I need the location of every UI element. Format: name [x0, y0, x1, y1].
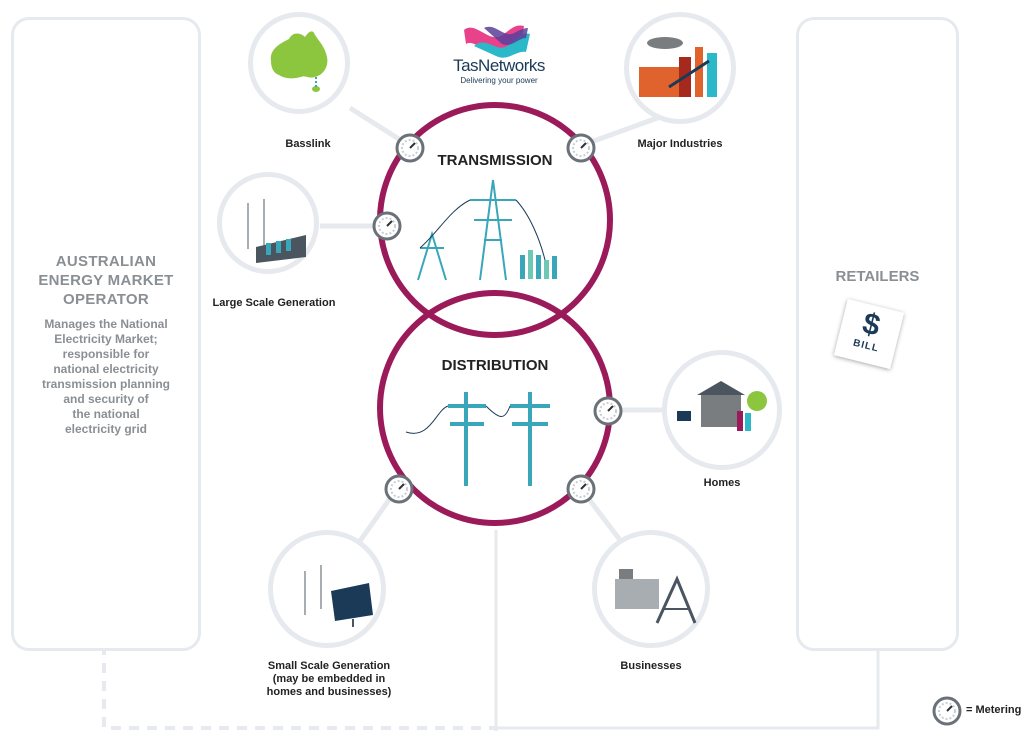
basslink-node — [248, 12, 350, 114]
meter-gauge-icon — [372, 211, 402, 241]
legend-meter-icon — [932, 696, 962, 726]
businesses-label: Businesses — [620, 660, 682, 672]
solar-wind-icon — [304, 565, 373, 627]
wind-hydro-icon — [247, 199, 306, 263]
meter-gauge-icon — [593, 396, 623, 426]
substation-icon — [520, 250, 557, 279]
distribution-title: DISTRIBUTION — [441, 357, 549, 374]
house-icon — [677, 381, 767, 431]
basslink-label: Basslink — [285, 138, 331, 150]
distribution-pole-icon — [405, 392, 550, 486]
meter-gauge-icon — [566, 133, 596, 163]
businesses-node — [592, 530, 710, 648]
business-crane-icon — [615, 569, 697, 624]
meter-gauge-icon — [384, 474, 414, 504]
homes-node — [662, 350, 782, 470]
major-industries-node — [624, 12, 736, 124]
major-industries-label: Major Industries — [637, 138, 723, 150]
legend-label: = Metering — [966, 704, 1022, 716]
australia-map-icon — [270, 31, 328, 92]
transmission-title: TRANSMISSION — [437, 152, 553, 169]
large-scale-generation-node — [217, 172, 319, 274]
meter-gauge-icon — [566, 474, 596, 504]
tasnetworks-logo-icon — [464, 25, 530, 58]
transmission-tower-icon — [417, 179, 546, 281]
small-scale-generation-label: Small Scale Generation (may be embedded … — [266, 660, 392, 698]
large-scale-generation-label: Large Scale Generation — [212, 297, 336, 309]
logo-tagline: Delivering your power — [460, 76, 538, 85]
factory-icon — [639, 37, 717, 97]
aemo-title: AUSTRALIAN ENERGY MARKET OPERATOR — [38, 253, 174, 308]
small-scale-generation-node — [268, 530, 386, 648]
aemo-description: Manages the National Electricity Market;… — [41, 317, 170, 436]
retailers-title: RETAILERS — [835, 268, 920, 285]
meter-gauge-icon — [395, 133, 425, 163]
logo-name: TasNetworks — [453, 56, 545, 75]
aemo-panel: AUSTRALIAN ENERGY MARKET OPERATOR Manage… — [11, 17, 201, 651]
homes-label: Homes — [703, 477, 741, 489]
